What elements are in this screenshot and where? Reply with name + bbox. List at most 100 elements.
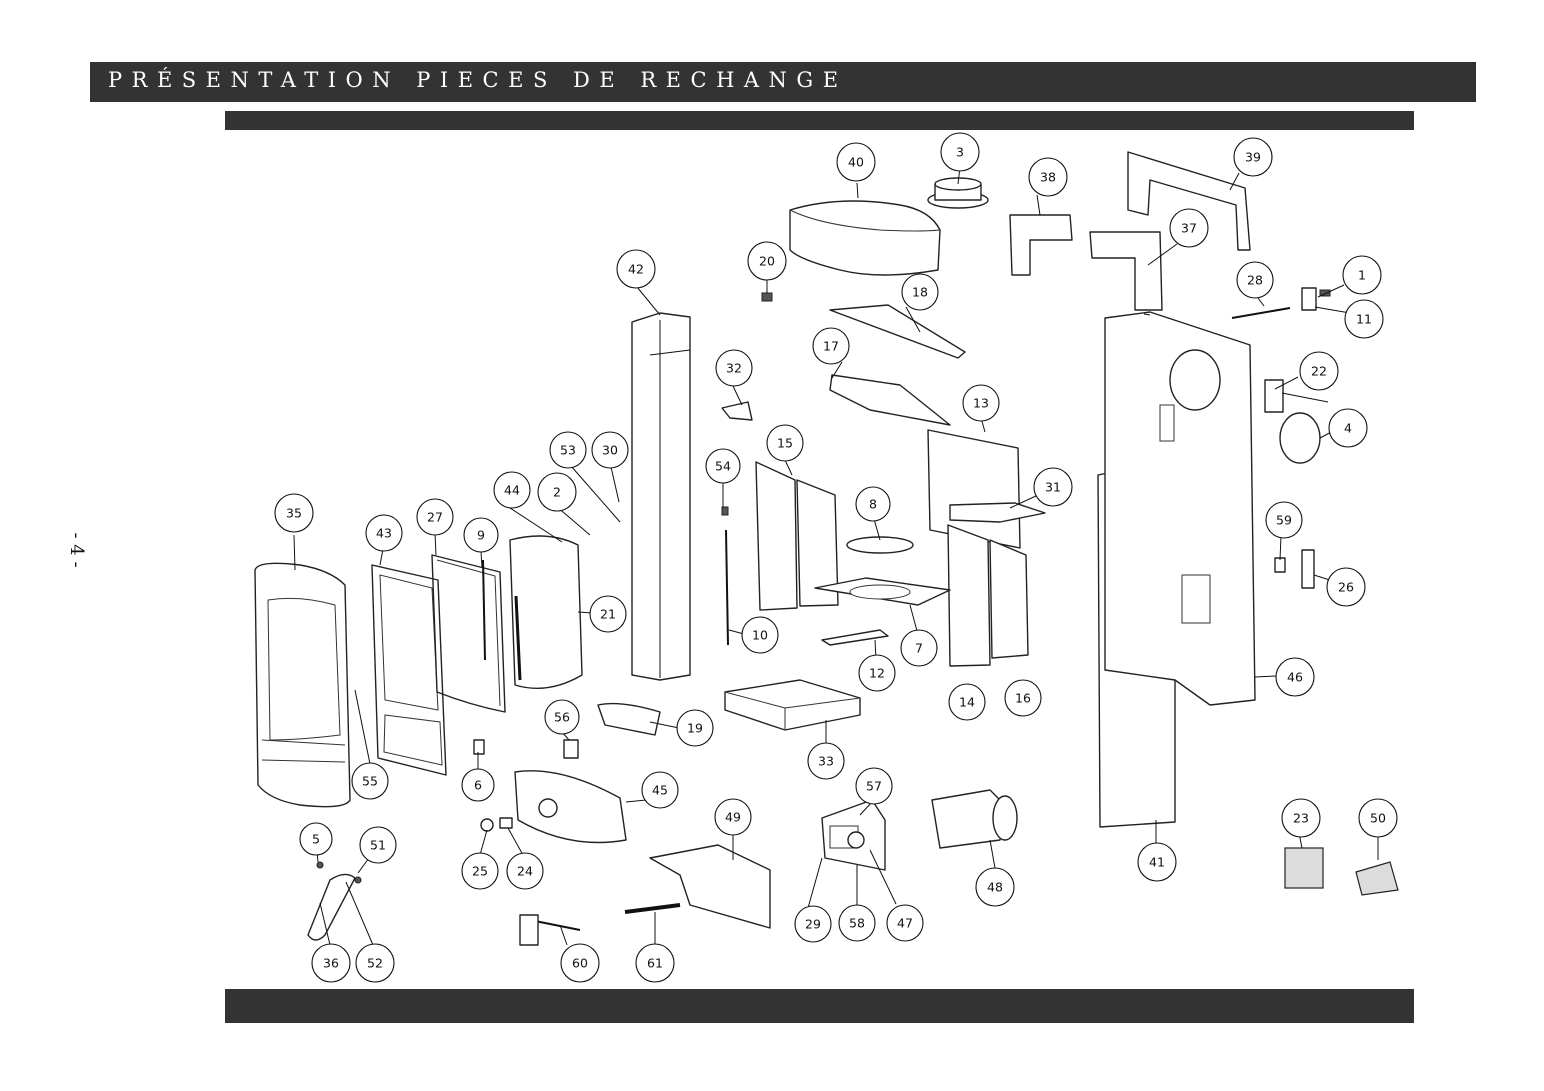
callout-50: 50 bbox=[1358, 798, 1398, 838]
svg-text:24: 24 bbox=[517, 864, 533, 879]
svg-text:17: 17 bbox=[823, 339, 839, 354]
svg-text:56: 56 bbox=[554, 710, 570, 725]
callout-45: 45 bbox=[641, 771, 679, 809]
callout-33: 33 bbox=[807, 742, 845, 780]
svg-text:7: 7 bbox=[915, 641, 923, 656]
svg-text:61: 61 bbox=[647, 956, 663, 971]
svg-text:27: 27 bbox=[427, 510, 443, 525]
svg-text:18: 18 bbox=[912, 285, 928, 300]
svg-text:44: 44 bbox=[504, 483, 520, 498]
svg-text:25: 25 bbox=[472, 864, 488, 879]
svg-text:28: 28 bbox=[1247, 273, 1263, 288]
svg-text:48: 48 bbox=[987, 880, 1003, 895]
callout-54: 54 bbox=[705, 448, 741, 484]
svg-text:12: 12 bbox=[869, 666, 885, 681]
svg-text:40: 40 bbox=[848, 155, 864, 170]
callout-8: 8 bbox=[855, 486, 891, 522]
callout-21: 21 bbox=[589, 595, 627, 633]
callout-59: 59 bbox=[1265, 501, 1303, 539]
callout-1: 1 bbox=[1342, 255, 1382, 295]
svg-text:9: 9 bbox=[477, 528, 485, 543]
callout-55: 55 bbox=[351, 762, 389, 800]
svg-text:37: 37 bbox=[1181, 221, 1197, 236]
callout-6: 6 bbox=[461, 768, 495, 802]
callout-16: 16 bbox=[1004, 679, 1042, 717]
callout-14: 14 bbox=[948, 683, 986, 721]
callout-40: 40 bbox=[836, 142, 876, 182]
svg-text:10: 10 bbox=[752, 628, 768, 643]
svg-text:30: 30 bbox=[602, 443, 618, 458]
callout-18: 18 bbox=[901, 273, 939, 311]
svg-text:51: 51 bbox=[370, 838, 386, 853]
svg-text:14: 14 bbox=[959, 695, 975, 710]
svg-text:5: 5 bbox=[312, 832, 320, 847]
svg-text:22: 22 bbox=[1311, 364, 1327, 379]
svg-text:19: 19 bbox=[687, 721, 703, 736]
svg-text:36: 36 bbox=[323, 956, 339, 971]
callout-25: 25 bbox=[461, 852, 499, 890]
svg-text:11: 11 bbox=[1356, 312, 1372, 327]
page-title: PRÉSENTATION PIECES DE RECHANGE bbox=[108, 68, 848, 92]
svg-text:42: 42 bbox=[628, 262, 644, 277]
callout-20: 20 bbox=[747, 241, 787, 281]
callout-bubbles: 1 2 3 4 5 6 7 8 9 10 11 12 13 14 15 16 1… bbox=[274, 132, 1398, 983]
callout-32: 32 bbox=[715, 349, 753, 387]
callout-44: 44 bbox=[493, 471, 531, 509]
svg-text:38: 38 bbox=[1040, 170, 1056, 185]
svg-text:46: 46 bbox=[1287, 670, 1303, 685]
svg-text:52: 52 bbox=[367, 956, 383, 971]
callout-28: 28 bbox=[1236, 261, 1274, 299]
svg-text:6: 6 bbox=[474, 778, 482, 793]
callout-24: 24 bbox=[506, 852, 544, 890]
svg-text:33: 33 bbox=[818, 754, 834, 769]
callout-27: 27 bbox=[416, 498, 454, 536]
svg-text:53: 53 bbox=[560, 443, 576, 458]
svg-text:32: 32 bbox=[726, 361, 742, 376]
callout-9: 9 bbox=[463, 517, 499, 553]
callout-46: 46 bbox=[1275, 657, 1315, 697]
svg-text:31: 31 bbox=[1045, 480, 1061, 495]
svg-text:45: 45 bbox=[652, 783, 668, 798]
top-divider-band bbox=[225, 111, 1414, 130]
svg-text:16: 16 bbox=[1015, 691, 1031, 706]
svg-text:23: 23 bbox=[1293, 811, 1309, 826]
svg-text:13: 13 bbox=[973, 396, 989, 411]
callout-4: 4 bbox=[1328, 408, 1368, 448]
bottom-divider-band bbox=[225, 989, 1414, 1023]
callout-41: 41 bbox=[1137, 842, 1177, 882]
svg-text:50: 50 bbox=[1370, 811, 1386, 826]
svg-text:41: 41 bbox=[1149, 855, 1165, 870]
callout-13: 13 bbox=[962, 384, 1000, 422]
svg-text:2: 2 bbox=[553, 485, 561, 500]
callout-12: 12 bbox=[858, 654, 896, 692]
svg-text:58: 58 bbox=[849, 916, 865, 931]
callout-30: 30 bbox=[591, 431, 629, 469]
callout-26: 26 bbox=[1326, 567, 1366, 607]
callout-48: 48 bbox=[975, 867, 1015, 907]
callout-29: 29 bbox=[794, 905, 832, 943]
svg-text:49: 49 bbox=[725, 810, 741, 825]
svg-text:4: 4 bbox=[1344, 421, 1352, 436]
callout-5: 5 bbox=[299, 822, 333, 856]
callout-11: 11 bbox=[1344, 299, 1384, 339]
callout-57: 57 bbox=[855, 767, 893, 805]
callout-35: 35 bbox=[274, 493, 314, 533]
callout-49: 49 bbox=[714, 798, 752, 836]
callout-10: 10 bbox=[741, 616, 779, 654]
header-bar: PRÉSENTATION PIECES DE RECHANGE bbox=[90, 62, 1476, 102]
callout-51: 51 bbox=[359, 826, 397, 864]
callout-42: 42 bbox=[616, 249, 656, 289]
callout-52: 52 bbox=[355, 943, 395, 983]
callout-2: 2 bbox=[537, 472, 577, 512]
callout-37: 37 bbox=[1169, 208, 1209, 248]
callout-23: 23 bbox=[1281, 798, 1321, 838]
svg-text:8: 8 bbox=[869, 497, 877, 512]
svg-text:15: 15 bbox=[777, 436, 793, 451]
callout-60: 60 bbox=[560, 943, 600, 983]
callout-22: 22 bbox=[1299, 351, 1339, 391]
svg-text:54: 54 bbox=[715, 459, 731, 474]
svg-text:60: 60 bbox=[572, 956, 588, 971]
callout-53: 53 bbox=[549, 431, 587, 469]
svg-text:47: 47 bbox=[897, 916, 913, 931]
